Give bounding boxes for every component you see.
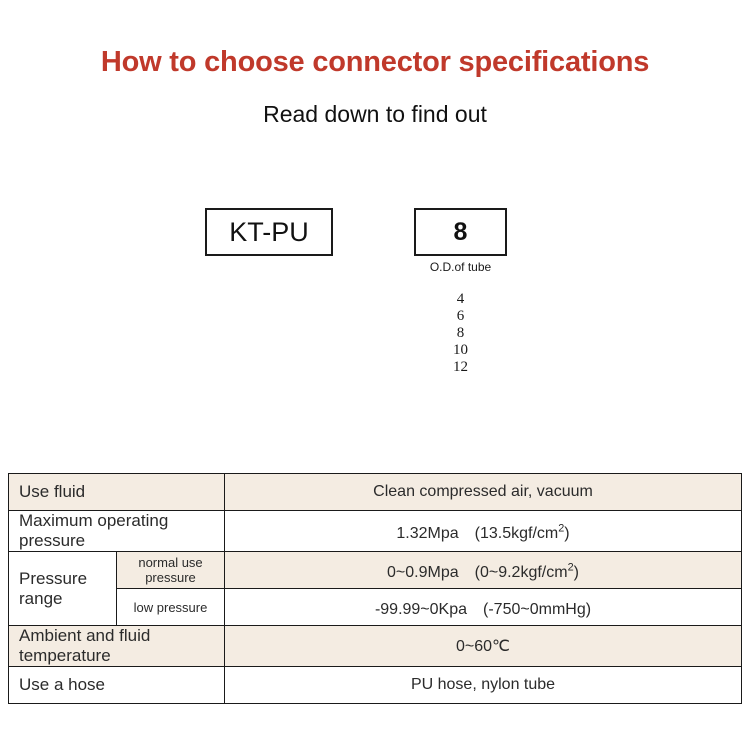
value-text-tail: ) <box>573 564 579 581</box>
table-row: low pressure -99.99~0Kpa (-750~0mmHg) <box>9 588 742 626</box>
unit-exponent: 2 <box>558 522 565 535</box>
value-text: 1.32Mpa (13.5kgf/cm <box>396 525 559 542</box>
list-item: 12 <box>453 359 468 375</box>
table-row: Pressure range normal use pressure 0~0.9… <box>8 551 742 626</box>
page-title: How to choose connector specifications <box>100 46 650 78</box>
spec-label-pressure-range: Pressure range <box>8 551 117 626</box>
spec-label-max-operating-pressure: Maximum operating pressure <box>8 510 225 552</box>
table-row: Ambient and fluid temperature 0~60℃ <box>8 625 742 667</box>
list-item: 6 <box>456 308 465 324</box>
list-item: 8 <box>456 325 465 341</box>
table-row: Use fluid Clean compressed air, vacuum <box>8 473 742 511</box>
spec-value-normal-use-pressure: 0~0.9Mpa (0~9.2kgf/cm2) <box>224 551 742 589</box>
spec-label-use-fluid: Use fluid <box>8 473 225 511</box>
series-code-box: KT-PU <box>205 208 333 256</box>
spec-value-ambient-fluid-temperature: 0~60℃ <box>224 625 742 667</box>
table-row: Maximum operating pressure 1.32Mpa (13.5… <box>8 510 742 552</box>
specification-table: Use fluid Clean compressed air, vacuum M… <box>8 473 742 704</box>
tube-size-code-box: 8 <box>414 208 507 256</box>
unit-exponent: 2 <box>567 561 574 574</box>
table-row: Use a hose PU hose, nylon tube <box>8 666 742 704</box>
list-item: 10 <box>453 342 468 358</box>
spec-label-use-a-hose: Use a hose <box>8 666 225 704</box>
spec-label-ambient-fluid-temperature: Ambient and fluid temperature <box>8 625 225 667</box>
spec-value-low-pressure: -99.99~0Kpa (-750~0mmHg) <box>224 588 742 626</box>
value-text-tail: ) <box>564 525 570 542</box>
spec-value-use-fluid: Clean compressed air, vacuum <box>224 473 742 511</box>
value-text: 0~0.9Mpa (0~9.2kgf/cm <box>387 564 568 581</box>
tube-size-option-list: 4 6 8 10 12 <box>393 291 528 376</box>
list-item: 4 <box>456 291 465 307</box>
spec-sublabel-low-pressure: low pressure <box>116 588 225 626</box>
tube-size-caption: O.D.of tube <box>429 260 492 274</box>
spec-sublabel-normal-use-pressure: normal use pressure <box>116 551 225 589</box>
spec-value-use-a-hose: PU hose, nylon tube <box>224 666 742 704</box>
page-subtitle: Read down to find out <box>263 101 487 127</box>
spec-value-max-operating-pressure: 1.32Mpa (13.5kgf/cm2) <box>224 510 742 552</box>
